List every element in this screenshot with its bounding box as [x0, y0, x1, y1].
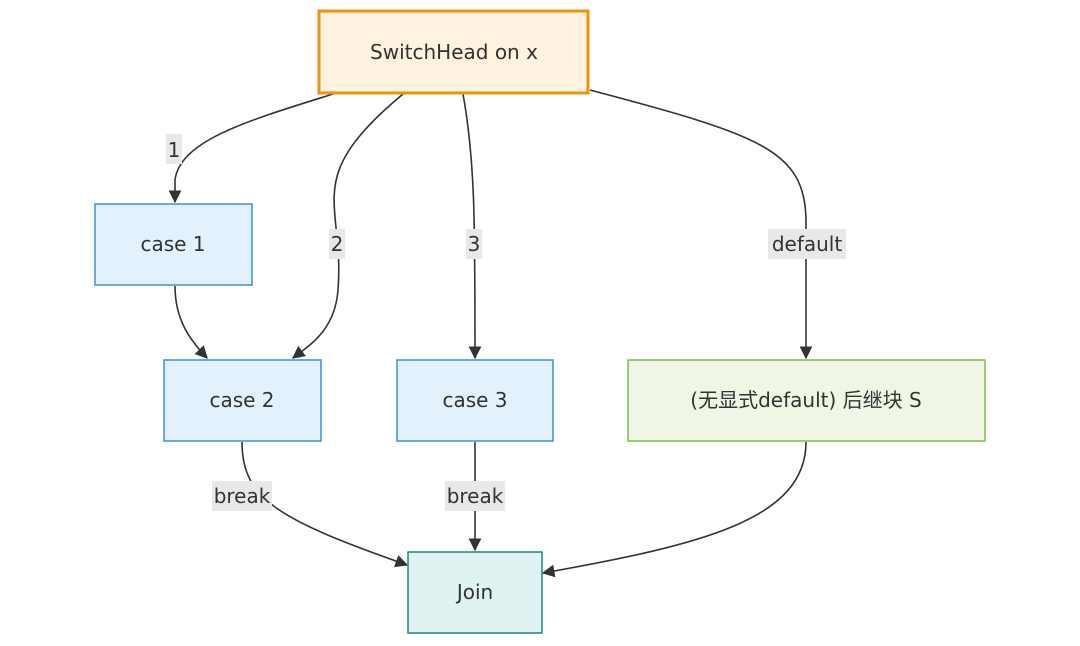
- edge-head-to-case3: [462, 93, 482, 360]
- edge-label-break-case2-text: break: [214, 484, 271, 508]
- edge-label-1: 1: [166, 134, 182, 164]
- edge-label-default: default: [768, 229, 846, 259]
- edge-head-to-case2: [291, 93, 404, 359]
- node-switch-head: SwitchHead on x: [317, 9, 590, 95]
- edge-label-break-case3-text: break: [447, 484, 504, 508]
- edges: [168, 89, 813, 578]
- nodes: SwitchHead on x case 1 case 2 case 3 (无显…: [94, 9, 986, 634]
- edge-label-break-case2: break: [212, 481, 272, 511]
- node-case3-label: case 3: [442, 388, 507, 412]
- node-join: Join: [407, 551, 543, 634]
- edge-label-default-text: default: [772, 232, 843, 256]
- node-join-label: Join: [455, 580, 493, 604]
- edge-successor-to-join: [541, 441, 807, 578]
- edge-case1-to-case2: [174, 285, 208, 359]
- edge-case2-to-join: [241, 441, 409, 568]
- node-case1: case 1: [94, 203, 253, 286]
- edge-label-2-text: 2: [331, 232, 344, 256]
- node-successor: (无显式default) 后继块 S: [627, 359, 986, 442]
- node-case2-label: case 2: [209, 388, 274, 412]
- node-switch-head-label: SwitchHead on x: [370, 40, 538, 64]
- edge-head-to-default: [589, 89, 813, 360]
- edge-labels: 1 2 3 default break break: [166, 134, 846, 511]
- edge-label-2: 2: [329, 229, 345, 259]
- node-case2: case 2: [163, 359, 322, 442]
- node-case1-label: case 1: [140, 232, 205, 256]
- node-case3: case 3: [396, 359, 554, 442]
- edge-head-to-case1: [168, 93, 334, 204]
- node-successor-label: (无显式default) 后继块 S: [690, 388, 921, 412]
- edge-label-1-text: 1: [168, 138, 181, 162]
- edge-label-break-case3: break: [445, 481, 505, 511]
- edge-label-3-text: 3: [468, 232, 481, 256]
- edge-label-3: 3: [466, 229, 482, 259]
